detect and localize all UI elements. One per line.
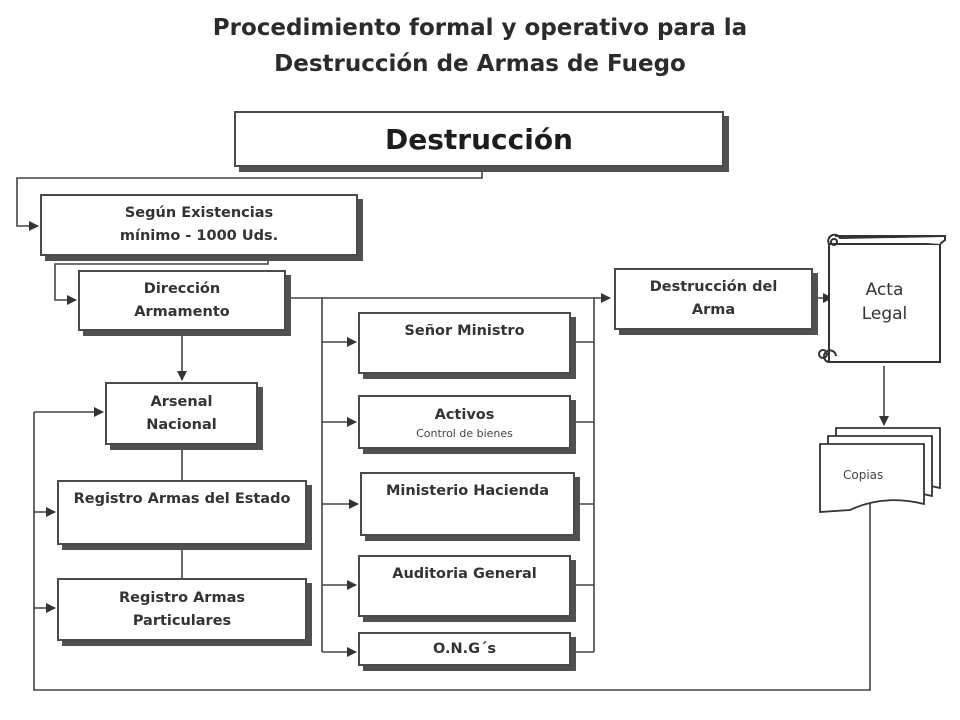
node-hacienda-label: Ministerio Hacienda <box>385 483 550 499</box>
node-direccion-line2: Armamento <box>134 303 230 320</box>
acta-legal-scroll <box>818 233 946 363</box>
node-existencias: Según Existencias mínimo - 1000 Uds. <box>40 194 358 256</box>
node-registro-particulares-line2: Particulares <box>132 612 232 629</box>
connector-left-bus <box>33 412 871 691</box>
node-direccion: Dirección Armamento <box>78 270 286 331</box>
connector-destruccion-existencias <box>16 167 483 231</box>
node-destruccion-arma: Destrucción del Arma <box>614 268 813 330</box>
node-destruccion: Destrucción <box>234 111 724 167</box>
node-registro-estado: Registro Armas del Estado <box>57 480 307 545</box>
node-activos: Activos Control de bienes <box>358 395 571 449</box>
node-existencias-line1: Según Existencias <box>124 205 274 221</box>
node-destruccion-label: Destrucción <box>385 122 573 156</box>
node-arsenal-line1: Arsenal <box>150 393 213 410</box>
node-arsenal: Arsenal Nacional <box>105 382 258 445</box>
node-acta-line1: Acta <box>865 280 904 300</box>
page-title-line2: Destrucción de Armas de Fuego <box>274 51 686 77</box>
node-ministro-label: Señor Ministro <box>404 323 525 339</box>
node-auditoria: Auditoria General <box>358 555 571 617</box>
node-registro-particulares: Registro Armas Particulares <box>57 578 307 641</box>
node-registro-particulares-line1: Registro Armas <box>119 589 245 606</box>
connector-existencias-direccion <box>54 256 269 305</box>
node-acta-line2: Legal <box>861 304 908 324</box>
node-activos-sublabel: Control de bienes <box>416 426 513 440</box>
node-activos-label: Activos <box>434 406 495 423</box>
copias-documents <box>819 427 941 513</box>
node-ongs-label: O.N.G´s <box>433 640 496 657</box>
node-registro-estado-label: Registro Armas del Estado <box>73 491 291 507</box>
node-destruccion-arma-line1: Destrucción del <box>649 279 778 295</box>
node-existencias-line2: mínimo - 1000 Uds. <box>119 228 279 244</box>
node-acta: Acta Legal <box>829 278 940 326</box>
node-copias-label: Copias <box>843 468 884 482</box>
node-ministro: Señor Ministro <box>358 312 571 374</box>
node-auditoria-label: Auditoria General <box>392 566 537 582</box>
page-title-line1: Procedimiento formal y operativo para la <box>212 15 748 41</box>
node-destruccion-arma-line2: Arma <box>691 302 736 318</box>
node-hacienda: Ministerio Hacienda <box>360 472 575 536</box>
node-ongs: O.N.G´s <box>358 632 571 666</box>
node-arsenal-line2: Nacional <box>146 416 217 433</box>
node-direccion-line1: Dirección <box>143 280 221 297</box>
